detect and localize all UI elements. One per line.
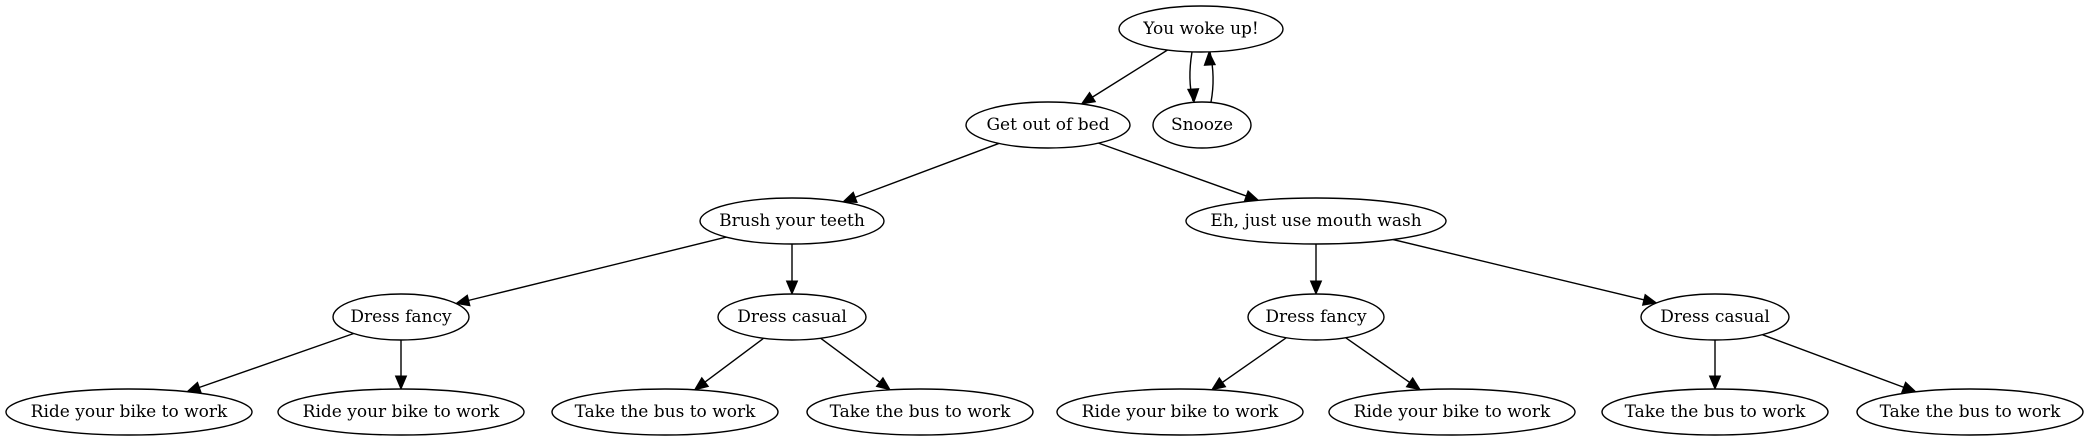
node-ellipse bbox=[965, 101, 1131, 149]
node-bus3: Take the bus to work bbox=[1601, 388, 1829, 436]
arrowhead-icon bbox=[1708, 375, 1722, 391]
arrowhead-icon bbox=[1243, 189, 1260, 202]
edge-mouthwash-to-fancy2 bbox=[1309, 244, 1323, 296]
edge-bed-to-brush bbox=[841, 142, 1000, 203]
node-bus2: Take the bus to work bbox=[806, 388, 1034, 436]
node-label: Get out of bed bbox=[986, 115, 1109, 135]
edge-snooze-to-woke bbox=[1203, 50, 1217, 103]
node-ellipse bbox=[717, 293, 867, 341]
edge-line bbox=[467, 236, 727, 302]
node-bike1: Ride your bike to work bbox=[5, 388, 253, 436]
node-bed: Get out of bed bbox=[965, 101, 1131, 149]
node-bike3: Ride your bike to work bbox=[1056, 388, 1304, 436]
arrowhead-icon bbox=[185, 381, 202, 394]
node-snooze: Snooze bbox=[1152, 101, 1252, 149]
arrowhead-icon bbox=[1203, 50, 1217, 66]
node-bike2: Ride your bike to work bbox=[277, 388, 525, 436]
node-bike4: Ride your bike to work bbox=[1328, 388, 1576, 436]
node-ellipse bbox=[1056, 388, 1304, 436]
edge-brush-to-casual1 bbox=[785, 244, 799, 296]
node-label: Eh, just use mouth wash bbox=[1210, 211, 1421, 231]
node-label: Snooze bbox=[1171, 115, 1233, 135]
node-brush: Brush your teeth bbox=[699, 197, 885, 245]
node-ellipse bbox=[551, 388, 779, 436]
node-ellipse bbox=[1185, 197, 1447, 245]
node-label: Dress fancy bbox=[1265, 307, 1367, 327]
node-ellipse bbox=[806, 388, 1034, 436]
node-fancy1: Dress fancy bbox=[332, 293, 470, 341]
arrowhead-icon bbox=[785, 280, 799, 296]
edge-casual1-to-bus2 bbox=[820, 337, 892, 391]
node-label: Take the bus to work bbox=[830, 402, 1012, 422]
node-label: Brush your teeth bbox=[719, 211, 865, 231]
arrowhead-icon bbox=[693, 376, 710, 391]
edge-fancy2-to-bike4 bbox=[1345, 337, 1422, 391]
node-ellipse bbox=[277, 388, 525, 436]
edge-line bbox=[198, 332, 354, 389]
node-ellipse bbox=[1601, 388, 1829, 436]
node-ellipse bbox=[1856, 388, 2084, 436]
arrowhead-icon bbox=[875, 376, 892, 391]
edges-layer bbox=[185, 49, 1918, 394]
edge-fancy1-to-bike2 bbox=[394, 340, 408, 391]
node-ellipse bbox=[699, 197, 885, 245]
node-casual2: Dress casual bbox=[1640, 293, 1790, 341]
edge-line bbox=[1221, 337, 1287, 384]
edge-line bbox=[820, 337, 881, 384]
arrowhead-icon bbox=[1641, 293, 1658, 306]
edge-mouthwash-to-casual2 bbox=[1392, 238, 1658, 306]
node-bus4: Take the bus to work bbox=[1856, 388, 2084, 436]
edge-casual1-to-bus1 bbox=[693, 337, 765, 391]
node-label: Take the bus to work bbox=[1625, 402, 1807, 422]
edge-woke-to-snooze bbox=[1186, 51, 1200, 104]
node-bus1: Take the bus to work bbox=[551, 388, 779, 436]
arrowhead-icon bbox=[394, 375, 408, 391]
edge-line bbox=[1091, 49, 1168, 99]
arrowhead-icon bbox=[1405, 376, 1422, 391]
node-ellipse bbox=[1152, 101, 1252, 149]
edge-fancy1-to-bike1 bbox=[185, 332, 354, 394]
node-ellipse bbox=[332, 293, 470, 341]
node-label: Dress fancy bbox=[350, 307, 452, 327]
node-mouthwash: Eh, just use mouth wash bbox=[1185, 197, 1447, 245]
edge-line bbox=[1392, 238, 1645, 301]
node-ellipse bbox=[1247, 293, 1385, 341]
arrowhead-icon bbox=[1186, 88, 1200, 104]
node-label: Take the bus to work bbox=[1880, 402, 2062, 422]
arrowhead-icon bbox=[1210, 376, 1227, 391]
edge-line bbox=[1098, 142, 1248, 197]
node-ellipse bbox=[5, 388, 253, 436]
node-casual1: Dress casual bbox=[717, 293, 867, 341]
edge-fancy2-to-bike3 bbox=[1210, 337, 1287, 391]
edge-bed-to-mouthwash bbox=[1098, 142, 1260, 202]
arrowhead-icon bbox=[841, 191, 858, 203]
edge-line bbox=[1345, 337, 1411, 384]
arrowhead-icon bbox=[1309, 280, 1323, 296]
edge-line bbox=[1762, 334, 1905, 389]
node-ellipse bbox=[1640, 293, 1790, 341]
node-ellipse bbox=[1328, 388, 1576, 436]
node-fancy2: Dress fancy bbox=[1247, 293, 1385, 341]
arrowhead-icon bbox=[1900, 381, 1918, 393]
edge-casual2-to-bus3 bbox=[1708, 340, 1722, 391]
edge-line bbox=[854, 142, 1000, 199]
edge-casual2-to-bus4 bbox=[1762, 334, 1918, 393]
node-label: You woke up! bbox=[1142, 19, 1259, 39]
node-label: Dress casual bbox=[1660, 307, 1770, 327]
arrowhead-icon bbox=[1080, 91, 1097, 105]
node-ellipse bbox=[1118, 5, 1284, 53]
edge-brush-to-fancy1 bbox=[454, 236, 727, 307]
arrowhead-icon bbox=[454, 294, 471, 307]
node-label: Ride your bike to work bbox=[1354, 402, 1551, 422]
node-label: Dress casual bbox=[737, 307, 847, 327]
node-label: Ride your bike to work bbox=[303, 402, 500, 422]
edge-line bbox=[703, 337, 765, 384]
node-label: Ride your bike to work bbox=[1082, 402, 1279, 422]
edge-woke-to-bed bbox=[1080, 49, 1168, 105]
node-label: Ride your bike to work bbox=[31, 402, 228, 422]
node-woke: You woke up! bbox=[1118, 5, 1284, 53]
node-label: Take the bus to work bbox=[575, 402, 757, 422]
